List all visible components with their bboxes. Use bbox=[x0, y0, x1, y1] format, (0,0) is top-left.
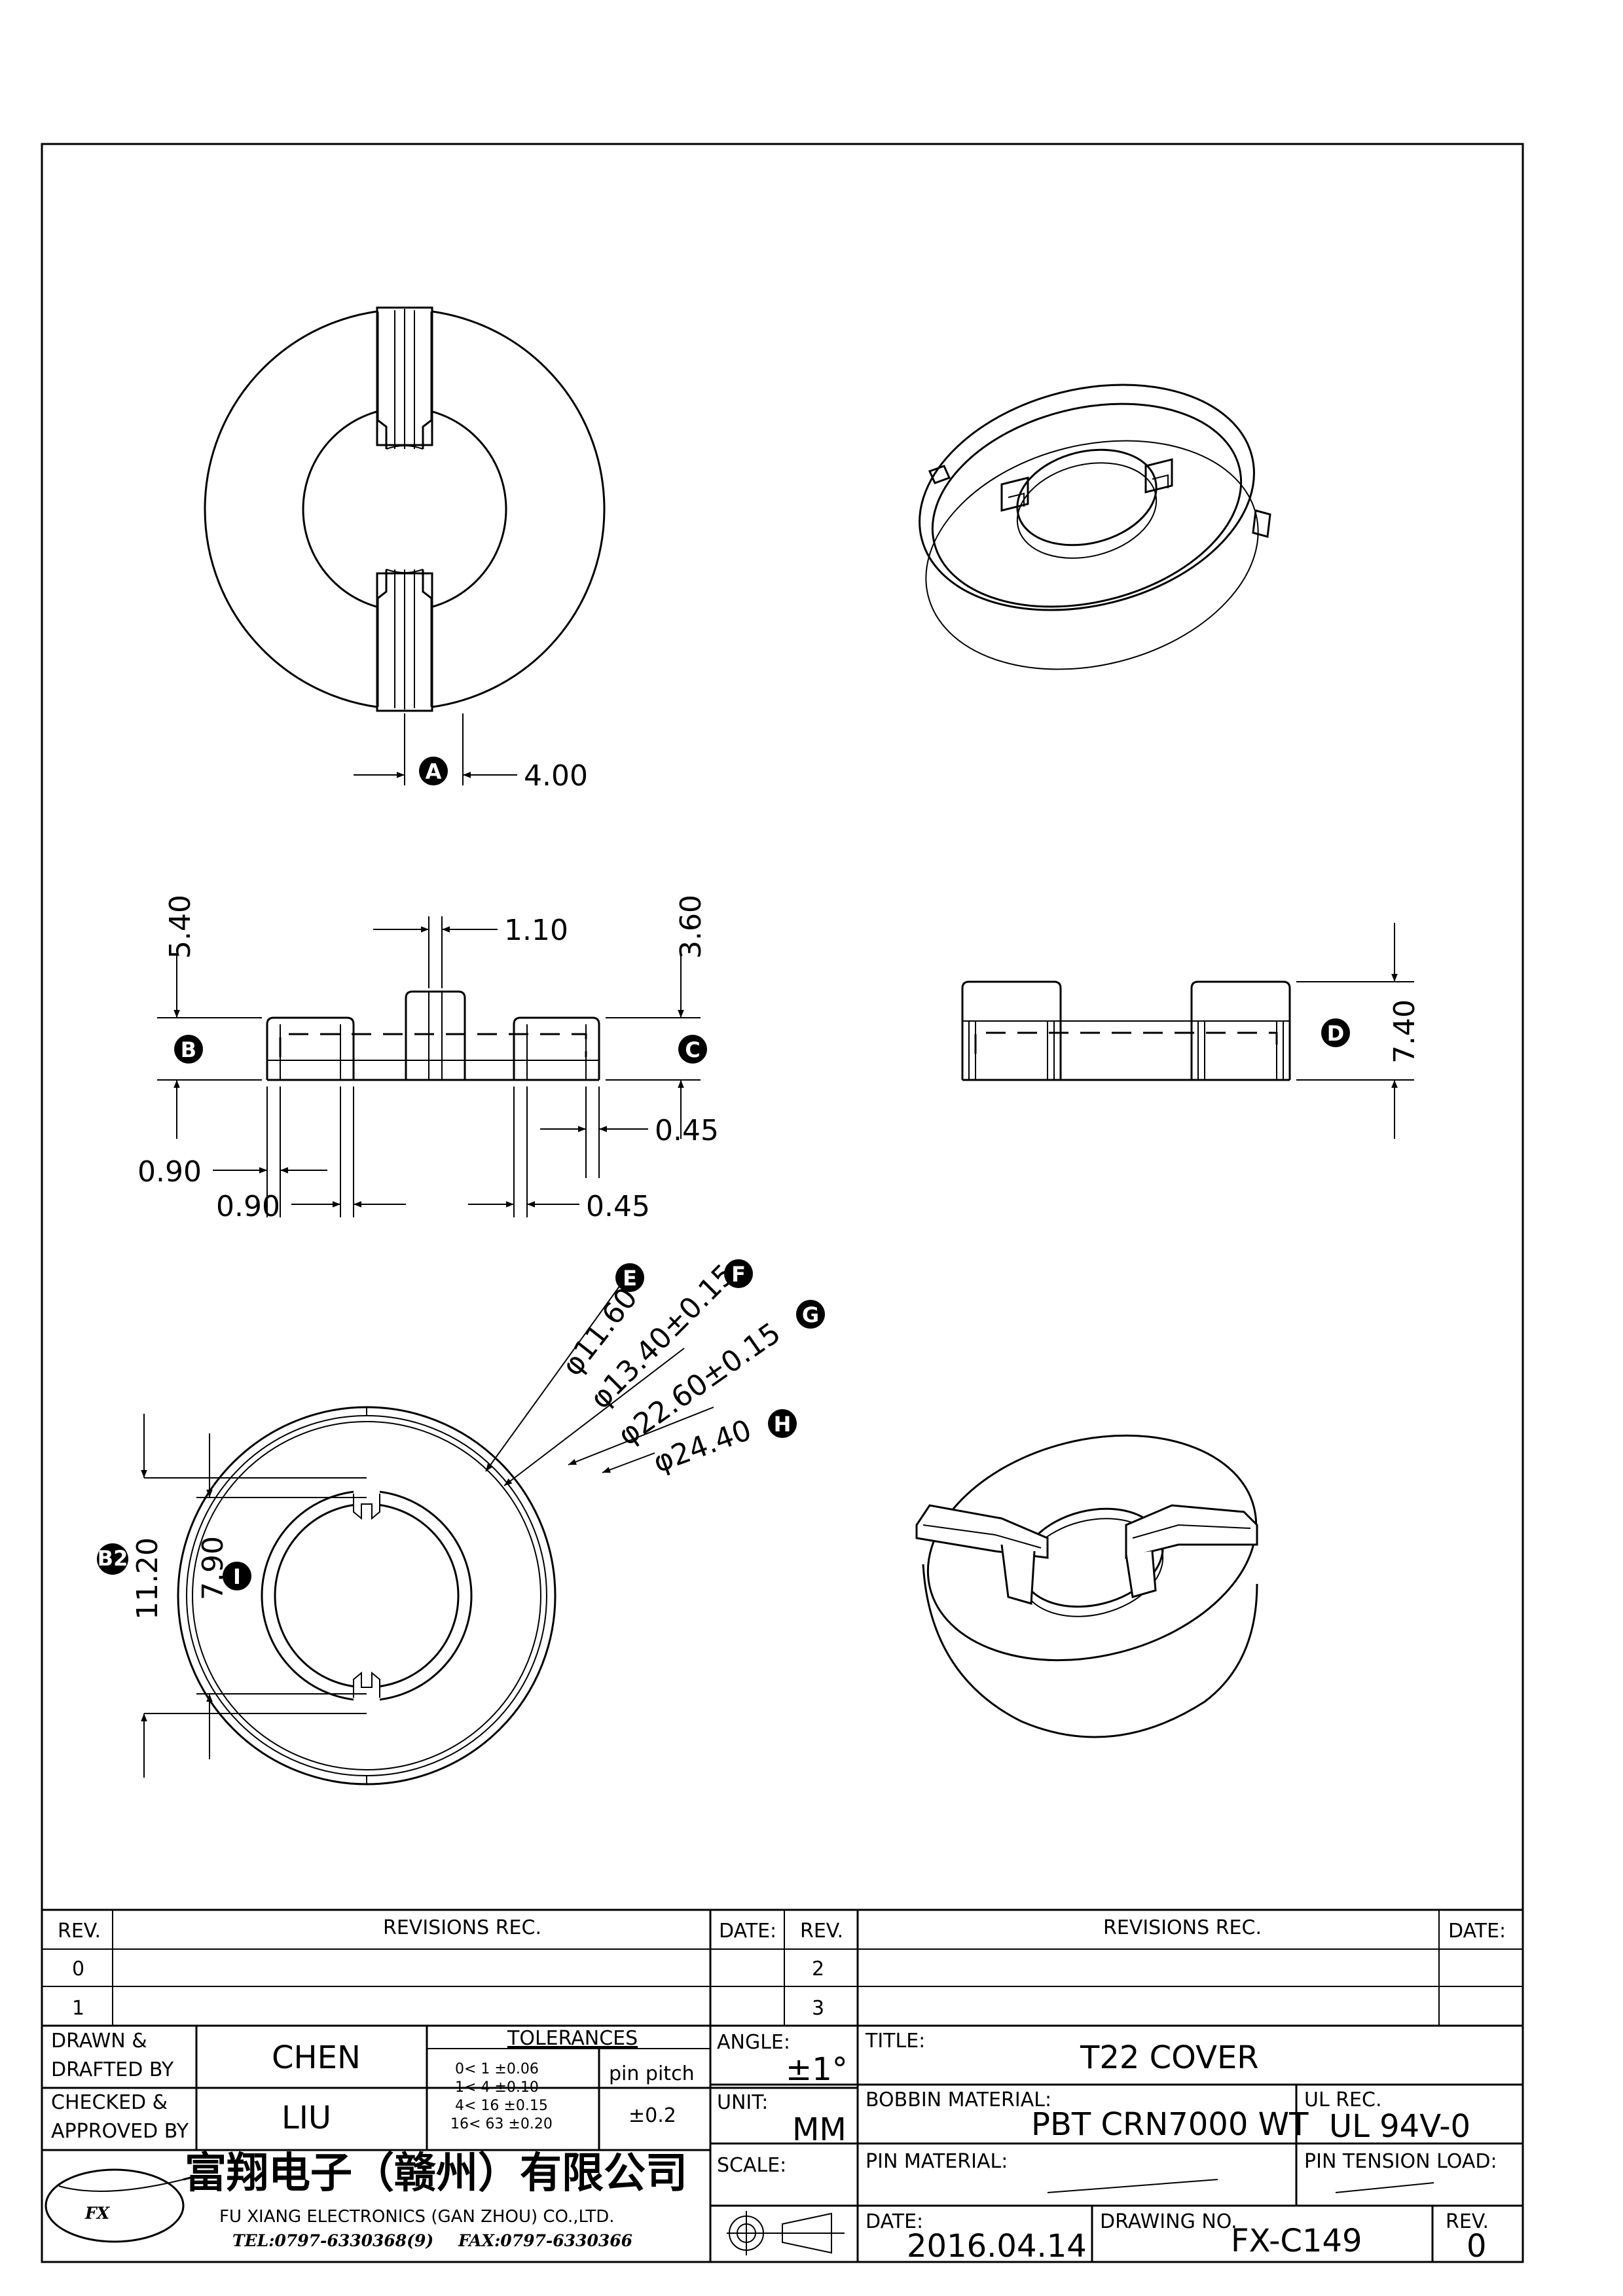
drawing-frame bbox=[41, 143, 1524, 2263]
rev-value: 0 bbox=[1467, 2228, 1487, 2265]
drawn-by: CHEN bbox=[272, 2039, 361, 2076]
dim-inner-width: 7.90 bbox=[196, 1536, 230, 1600]
dim-wall-right: 0.45 bbox=[655, 1114, 719, 1147]
unit-value: MM bbox=[792, 2111, 847, 2148]
tolerance-row-2: 1< 4 ±0.10 bbox=[455, 2079, 539, 2096]
dim-wall-left-inner: 0.90 bbox=[216, 1190, 280, 1223]
svg-text:A: A bbox=[426, 759, 442, 784]
drawn-label-1: DRAWN & bbox=[51, 2030, 147, 2053]
bubble-i: I bbox=[223, 1562, 251, 1590]
tolerance-row-1: 0< 1 ±0.06 bbox=[455, 2061, 539, 2077]
svg-text:F: F bbox=[731, 1262, 746, 1287]
front-view bbox=[157, 916, 701, 1217]
rev-row-3: 3 bbox=[812, 1997, 824, 2020]
bubble-c: C bbox=[678, 1035, 707, 1064]
bubble-f: F bbox=[724, 1259, 753, 1288]
angle-value: ±1° bbox=[786, 2051, 848, 2088]
svg-text:G: G bbox=[802, 1302, 819, 1327]
checked-by: LIU bbox=[282, 2100, 331, 2136]
company-name-cn: 富翔电子（赣州）有限公司 bbox=[185, 2149, 687, 2198]
svg-text:FX: FX bbox=[84, 2204, 111, 2223]
title-value: T22 COVER bbox=[1080, 2039, 1259, 2076]
date-label: DATE: bbox=[866, 2210, 923, 2233]
bubble-b: B bbox=[174, 1035, 203, 1064]
dim-a-value: 4.00 bbox=[524, 759, 588, 793]
bobbin-value: PBT CRN7000 WT bbox=[1031, 2106, 1309, 2143]
svg-text:D: D bbox=[1327, 1021, 1345, 1046]
bubble-b2: B2 bbox=[97, 1543, 128, 1575]
dim-top-right: 3.60 bbox=[674, 895, 708, 959]
svg-text:B2: B2 bbox=[98, 1546, 128, 1571]
date-value: 2016.04.14 bbox=[907, 2228, 1087, 2265]
dim-height: 7.40 bbox=[1388, 999, 1421, 1064]
pin-material-label: PIN MATERIAL: bbox=[866, 2150, 1008, 2173]
rev-row-0: 0 bbox=[72, 1958, 84, 1981]
tolerance-row-4: 16< 63 ±0.20 bbox=[450, 2116, 553, 2132]
scale-label: SCALE: bbox=[717, 2154, 786, 2177]
dim-slot-width: 1.10 bbox=[504, 914, 568, 947]
revisions-header-right: REVISIONS REC. bbox=[1103, 1916, 1262, 1939]
rev-header: REV. bbox=[58, 1920, 101, 1943]
dim-top-left: 5.40 bbox=[164, 895, 197, 959]
date-header-left: DATE: bbox=[719, 1920, 776, 1943]
svg-text:E: E bbox=[623, 1266, 637, 1291]
drawn-label-2: DRAFTED BY bbox=[51, 2058, 174, 2081]
svg-text:B: B bbox=[181, 1037, 196, 1062]
side-view bbox=[961, 923, 1414, 1139]
svg-text:C: C bbox=[685, 1037, 700, 1062]
bubble-h: H bbox=[768, 1409, 797, 1438]
bubble-d: D bbox=[1321, 1018, 1350, 1047]
svg-text:H: H bbox=[774, 1412, 792, 1437]
title-block-grid bbox=[42, 1909, 1523, 2262]
ul-label: UL REC. bbox=[1304, 2089, 1382, 2111]
date-header-right: DATE: bbox=[1448, 1920, 1506, 1943]
isometric-view-top bbox=[919, 384, 1271, 670]
pin-pitch-label: pin pitch bbox=[609, 2062, 695, 2085]
angle-label: ANGLE: bbox=[717, 2031, 790, 2054]
pin-tension-label: PIN TENSION LOAD: bbox=[1304, 2150, 1497, 2173]
ul-value: UL 94V-0 bbox=[1329, 2108, 1470, 2145]
tolerance-row-3: 4< 16 ±0.15 bbox=[455, 2098, 548, 2114]
dim-wall-mid: 0.45 bbox=[586, 1190, 650, 1223]
pin-pitch-value: ±0.2 bbox=[629, 2104, 676, 2127]
rev-label: REV. bbox=[1446, 2210, 1489, 2233]
svg-text:I: I bbox=[233, 1564, 241, 1589]
bubble-g: G bbox=[796, 1300, 825, 1329]
company-fax: FAX:0797-6330366 bbox=[458, 2231, 632, 2250]
isometric-view-bottom bbox=[915, 1434, 1258, 1738]
revisions-header-left: REVISIONS REC. bbox=[383, 1916, 541, 1939]
title-label: TITLE: bbox=[865, 2030, 925, 2053]
company-logo: FX bbox=[45, 2168, 197, 2243]
rev-row-1: 1 bbox=[72, 1997, 84, 2020]
rev-row-2: 2 bbox=[812, 1958, 824, 1981]
checked-label-1: CHECKED & bbox=[51, 2091, 168, 2114]
company-name-en: FU XIANG ELECTRONICS (GAN ZHOU) CO.,LTD. bbox=[219, 2207, 615, 2227]
drawing-no-label: DRAWING NO. bbox=[1100, 2210, 1237, 2233]
rev-header-right: REV. bbox=[800, 1920, 843, 1943]
bubble-a: A bbox=[419, 757, 448, 785]
company-tel: TEL:0797-6330368(9) bbox=[232, 2231, 433, 2250]
bubble-e: E bbox=[615, 1263, 644, 1292]
dim-wall-left-outer: 0.90 bbox=[137, 1155, 202, 1189]
checked-label-2: APPROVED BY bbox=[51, 2120, 189, 2143]
bottom-view bbox=[141, 1282, 714, 1785]
bobbin-label: BOBBIN MATERIAL: bbox=[866, 2089, 1051, 2111]
dim-outer-width: 11.20 bbox=[131, 1537, 164, 1620]
top-view bbox=[204, 306, 606, 785]
projection-symbol-icon bbox=[727, 2211, 845, 2255]
drawing-no-value: FX-C149 bbox=[1231, 2223, 1362, 2259]
unit-label: UNIT: bbox=[717, 2091, 768, 2114]
tolerances-header: TOLERANCES bbox=[507, 2027, 638, 2050]
